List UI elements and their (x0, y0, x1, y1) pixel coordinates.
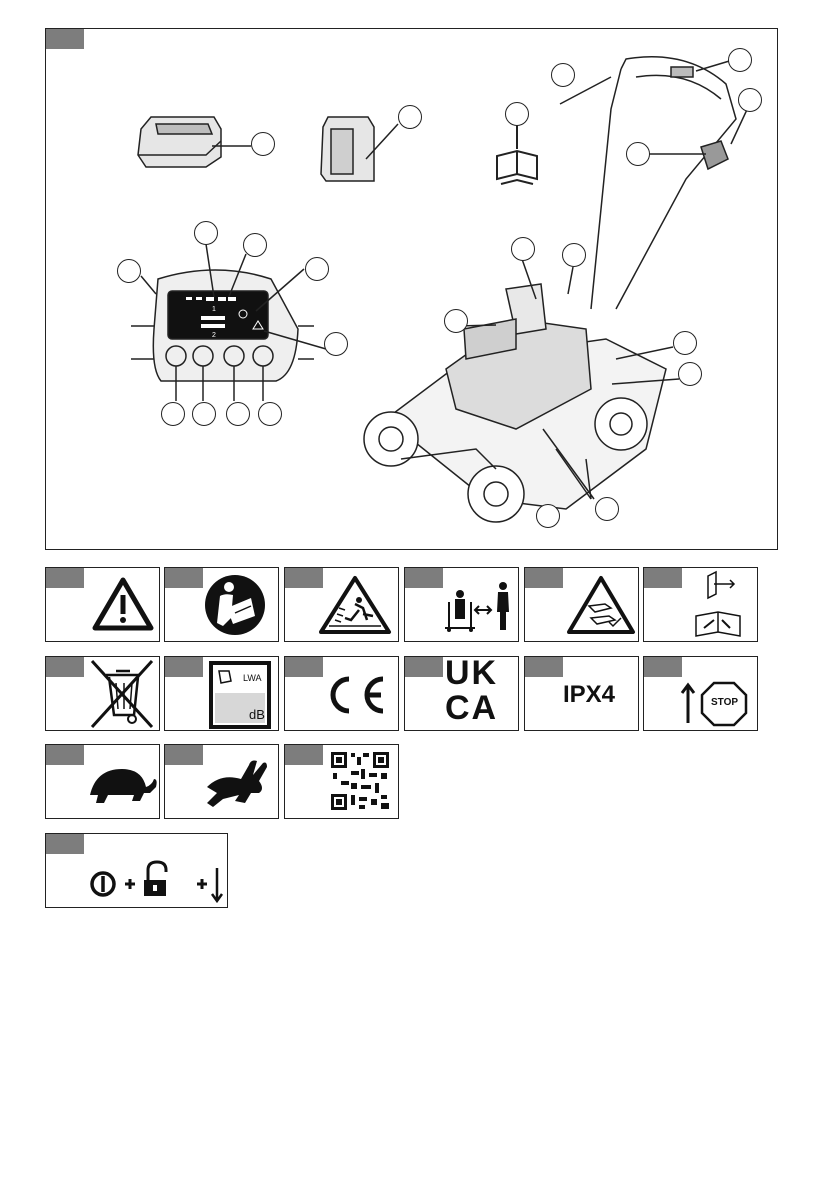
callout-wheels (536, 504, 560, 528)
callout-handle-lock (626, 142, 650, 166)
stop-label: STOP (711, 697, 738, 708)
turtle-icon (46, 745, 161, 820)
symbol-number-tag (405, 657, 443, 677)
callout-battery (398, 105, 422, 129)
symbol-qr-code (284, 744, 399, 819)
callout-charger (251, 132, 275, 156)
charger-drawing (138, 117, 251, 167)
crossed-bin-icon (46, 657, 161, 732)
remove-battery-before-maintenance-icon (644, 568, 759, 643)
symbol-ce-mark (284, 656, 399, 731)
panel-level-2: 2 (212, 332, 216, 339)
warning-triangle-icon (46, 568, 161, 643)
rabbit-icon (165, 745, 280, 820)
callout-height-lever (673, 331, 697, 355)
lawn-mower-drawing (364, 57, 751, 522)
symbol-keep-distance (404, 567, 519, 642)
callout-deck (595, 497, 619, 521)
callout-manual (505, 102, 529, 126)
callout-button-1 (161, 402, 185, 426)
callout-rear-guard (678, 362, 702, 386)
battery-drawing (321, 117, 398, 181)
callout-display-handle (728, 48, 752, 72)
callout-panel-top-mid (243, 233, 267, 257)
callout-panel-top-left (194, 221, 218, 245)
symbol-ukca-mark: UK CA (404, 656, 519, 731)
ce-mark-icon (285, 657, 400, 732)
symbol-fast-mode (164, 744, 279, 819)
symbol-sound-power: LWA dB (164, 656, 279, 731)
callout-button-2 (192, 402, 216, 426)
symbol-ipx4: IPX4 (524, 656, 639, 731)
symbol-general-warning (45, 567, 160, 642)
ukca-line-1: UK (445, 655, 498, 691)
thrown-objects-icon (285, 568, 400, 643)
symbol-thrown-objects (284, 567, 399, 642)
callout-battery-bay (444, 309, 468, 333)
start-sequence-icon (46, 834, 229, 909)
lwa-label: LWA (243, 673, 262, 683)
panel-level-1: 1 (212, 306, 216, 313)
symbol-number-tag (525, 657, 563, 677)
ipx4-label: IPX4 (563, 681, 615, 709)
read-manual-icon (165, 568, 280, 643)
sharp-blade-warning-icon (525, 568, 640, 643)
ukca-line-2: CA (445, 690, 498, 726)
manual-book-drawing (497, 124, 537, 184)
symbol-sharp-blades (524, 567, 639, 642)
overview-figure: 1 2 (45, 28, 778, 550)
control-panel-drawing (131, 244, 326, 401)
callout-handle-right (738, 88, 762, 112)
symbol-remove-key-maintenance (643, 567, 758, 642)
callout-mower-cover (511, 237, 535, 261)
callout-panel-top-right (305, 257, 329, 281)
qr-code-icon (285, 745, 400, 820)
callout-panel-right (324, 332, 348, 356)
callout-handle-left (551, 63, 575, 87)
keep-bystanders-away-icon (405, 568, 520, 643)
symbol-push-stop: STOP (643, 656, 758, 731)
callout-button-3 (226, 402, 250, 426)
symbol-start-sequence (45, 833, 228, 908)
stop-sign-icon (644, 657, 759, 732)
callout-panel-left (117, 259, 141, 283)
db-label: dB (249, 707, 265, 722)
symbol-read-manual (164, 567, 279, 642)
callout-mower-rear (562, 243, 586, 267)
symbol-weee-disposal (45, 656, 160, 731)
callout-button-4 (258, 402, 282, 426)
symbol-slow-mode (45, 744, 160, 819)
